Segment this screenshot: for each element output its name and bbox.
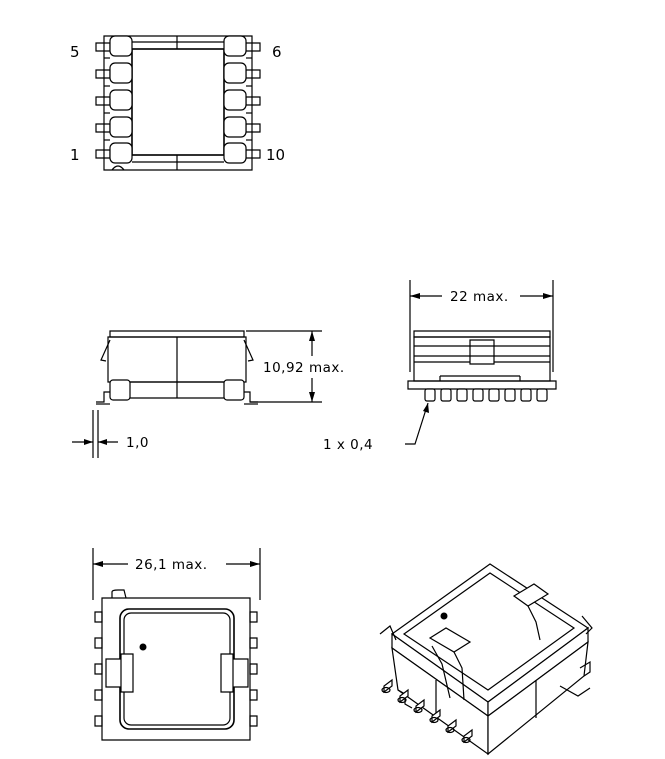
iso-pins	[381, 680, 472, 743]
front-pins	[425, 389, 547, 401]
bottom-view: 26,1 max.	[93, 548, 260, 740]
pin-thickness-label: 1 x 0,4	[323, 437, 373, 453]
top-view: 5 6 1 10	[70, 36, 285, 170]
right-bosses	[224, 36, 246, 163]
height-dimension-label: 10,92 max.	[263, 360, 345, 376]
length-dimension-label: 26,1 max.	[135, 557, 208, 573]
front-view: 22 max. 1 x 0,4	[323, 280, 556, 453]
pin-pitch-label: 1,0	[126, 435, 149, 451]
isometric-view	[380, 564, 592, 754]
right-pins	[246, 43, 260, 158]
left-bosses	[110, 36, 132, 163]
left-pins	[96, 43, 110, 158]
pin-10-label: 10	[266, 146, 285, 164]
width-dimension-label: 22 max.	[450, 289, 509, 305]
pin-6-label: 6	[272, 43, 282, 61]
pin-5-label: 5	[70, 43, 80, 61]
pin-1-label: 1	[70, 146, 80, 164]
side-view: 10,92 max. 1,0	[72, 331, 345, 458]
